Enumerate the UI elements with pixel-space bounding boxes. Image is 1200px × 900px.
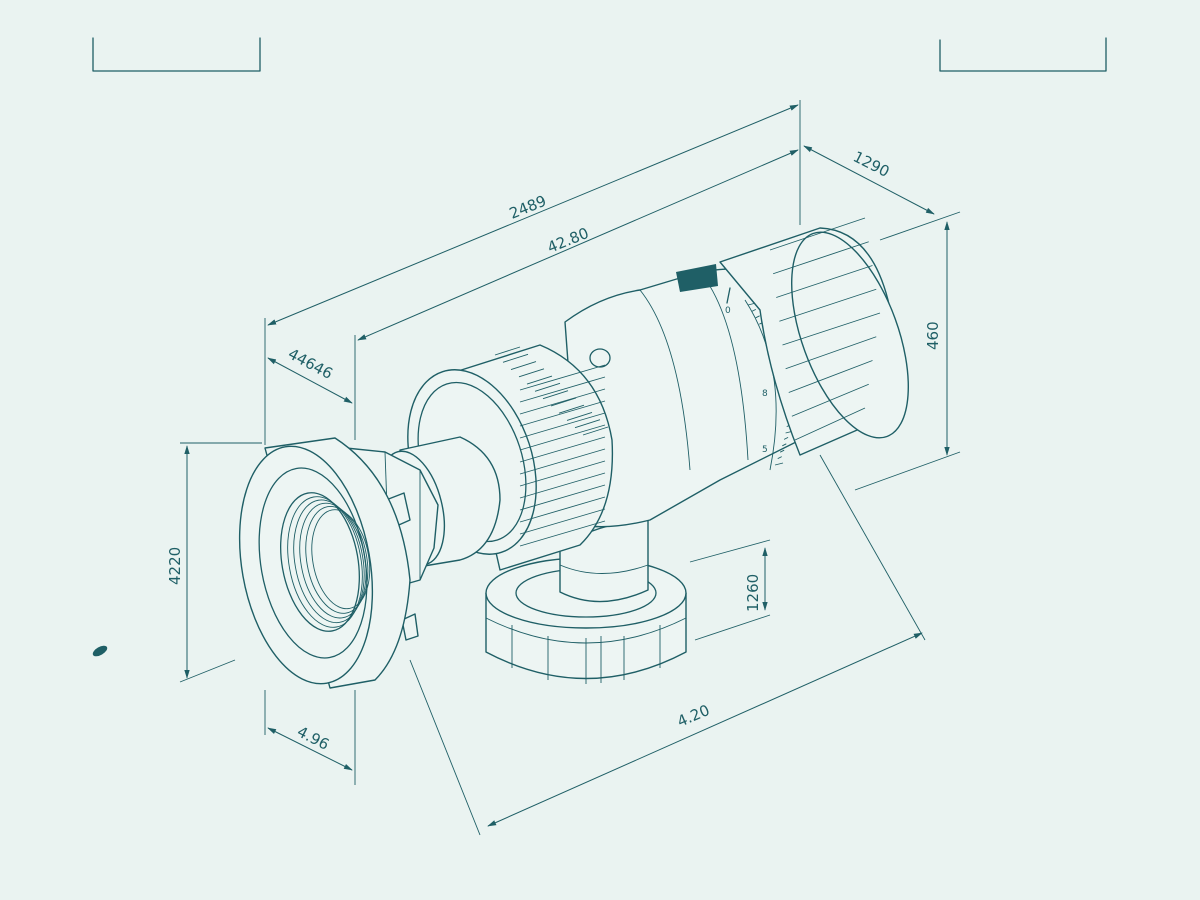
scale-tick — [782, 443, 787, 447]
ring-rib — [566, 412, 593, 421]
ink-blot — [92, 645, 108, 657]
thread-ring — [305, 506, 369, 614]
thread-ring — [293, 499, 365, 624]
inlet-flange — [238, 437, 411, 689]
dim-nut-offset: 44646 — [285, 345, 336, 383]
frame-corner-left — [92, 37, 261, 72]
scale-tick — [777, 456, 782, 460]
ring-rib — [519, 508, 606, 535]
ring-rib — [519, 520, 606, 547]
ring-rib — [582, 426, 609, 436]
ring-rib — [519, 436, 606, 463]
scale-tick — [779, 449, 785, 453]
dim-outlet-height: 1260 — [744, 574, 762, 612]
ring-rib — [574, 419, 601, 429]
frame-corner-right — [939, 37, 1107, 72]
ring-rib — [519, 400, 606, 427]
ring-rib — [558, 404, 585, 414]
thread-ring — [311, 509, 371, 610]
scale-mark-8: 8 — [762, 389, 768, 399]
ring-rib — [519, 412, 606, 439]
ring-rib — [519, 424, 606, 451]
scale-mark-0: 0 — [725, 306, 731, 316]
ring-rib — [519, 460, 606, 487]
head-rib — [791, 383, 869, 417]
dimension-lines — [179, 100, 961, 836]
ring-rib — [519, 472, 606, 499]
ring-rib — [519, 496, 606, 523]
ring-rib — [519, 448, 606, 475]
ring-rib — [494, 346, 521, 356]
dim-head-depth: 1290 — [850, 148, 892, 181]
ring-rib — [518, 368, 545, 378]
ring-rib — [519, 388, 606, 415]
head-rib — [788, 360, 873, 393]
dim-flange-height: 4220 — [166, 547, 184, 585]
head-rib — [785, 336, 877, 370]
dim-base-length: 4.20 — [675, 701, 713, 731]
ring-rib — [550, 397, 577, 407]
thread-ring — [299, 502, 367, 619]
scale-mark-5: 5 — [762, 445, 768, 455]
head-rib — [794, 407, 866, 441]
ring-rib — [519, 376, 606, 403]
dim-flange-width: 4.96 — [294, 723, 332, 754]
dim-head-height: 460 — [924, 321, 942, 350]
dim-body-length: 42.80 — [545, 224, 592, 257]
ring-rib — [526, 375, 553, 385]
scale-tick — [783, 436, 789, 440]
scale-tick — [774, 462, 784, 466]
ring-rib — [519, 484, 606, 511]
ring-rib — [519, 364, 606, 391]
ring-rib — [542, 390, 569, 400]
ring-rib — [502, 353, 529, 363]
valve-assembly: 0 8 5 — [238, 217, 910, 689]
dim-overall-length: 2489 — [507, 192, 549, 223]
thread-ring — [287, 496, 363, 628]
ring-rib — [534, 382, 561, 392]
ring-rib — [510, 361, 537, 370]
